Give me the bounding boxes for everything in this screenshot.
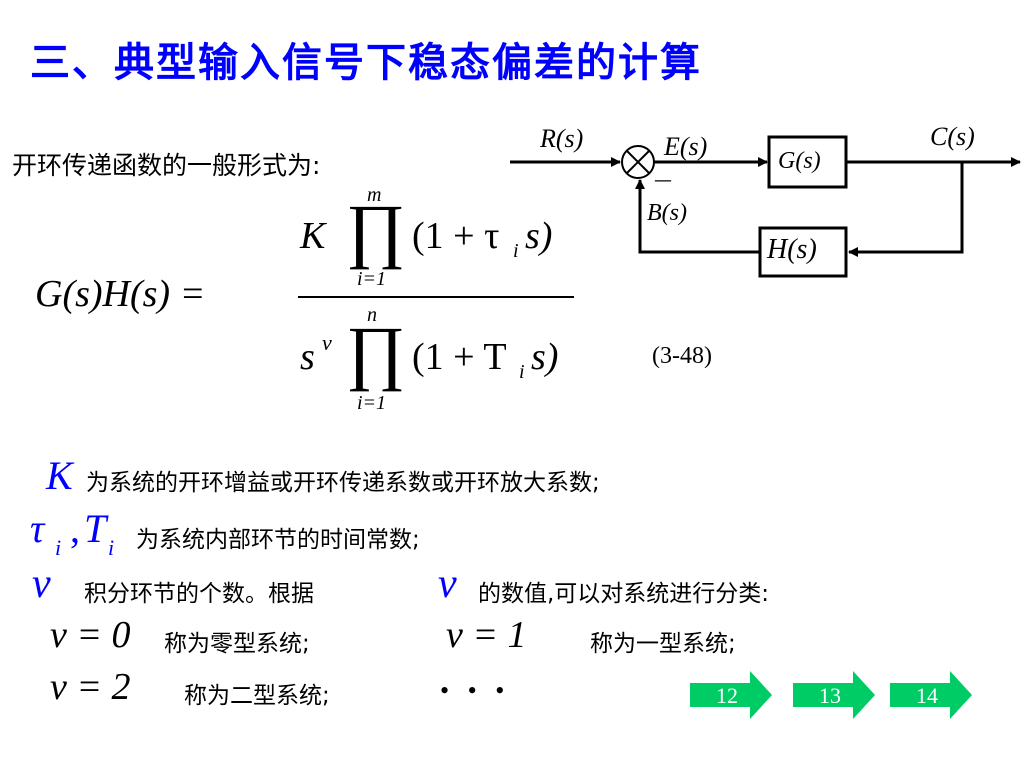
feedback-label: H(s) <box>767 234 817 265</box>
nav-button-12[interactable]: 12 <box>690 671 772 719</box>
tau-symbol: τ <box>30 506 45 551</box>
ellipsis: • • • <box>440 676 511 705</box>
nu-definition-2: 的数值,可以对系统进行分类: <box>478 581 770 607</box>
den-nu: ν <box>322 330 332 355</box>
feedback-arrow-in <box>848 162 964 257</box>
nav-label: 12 <box>716 683 738 708</box>
den-s2: s) <box>531 336 559 378</box>
num-prod-top: m <box>367 184 382 206</box>
type2-text: 称为二型系统; <box>184 683 330 709</box>
nav-button-13[interactable]: 13 <box>793 671 875 719</box>
input-label: R(s) <box>540 124 584 153</box>
feedback-signal-label: B(s) <box>647 200 687 226</box>
nu-definition-1: 积分环节的个数。根据 <box>84 581 314 607</box>
formula-gain: K <box>300 215 326 257</box>
nav-label: 13 <box>819 683 841 708</box>
num-product-symbol: ∏ <box>346 190 406 270</box>
nav-button-14[interactable]: 14 <box>890 671 972 719</box>
minus-sign: — <box>654 170 672 191</box>
num-sub: i <box>513 240 519 262</box>
num-prod-bottom: i=1 <box>357 268 387 290</box>
den-sub: i <box>519 361 525 383</box>
den-prod-bottom: i=1 <box>357 392 387 414</box>
k-definition: 为系统的开环增益或开环传递系数或开环放大系数; <box>86 470 600 496</box>
arrow-right-icon <box>890 671 972 719</box>
t-symbol: T <box>84 506 107 551</box>
type0-equation: ν = 0 <box>50 614 131 656</box>
error-label: E(s) <box>664 132 708 161</box>
type0-text: 称为零型系统; <box>164 631 310 657</box>
tau-definition: 为系统内部环节的时间常数; <box>136 527 420 553</box>
nu-symbol-2: ν <box>438 561 457 607</box>
den-product-symbol: ∏ <box>346 312 406 392</box>
forward-label: G(s) <box>778 148 821 174</box>
summing-junction-icon <box>621 145 655 179</box>
output-label: C(s) <box>930 122 975 151</box>
type1-equation: ν = 1 <box>446 614 527 656</box>
den-prod-top: n <box>367 304 377 326</box>
comma: , <box>70 506 80 551</box>
page-title: 三、典型输入信号下稳态偏差的计算 <box>30 40 702 86</box>
den-factor: (1 + T <box>412 336 507 378</box>
type1-text: 称为一型系统; <box>590 631 736 657</box>
arrow-right-icon <box>690 671 772 719</box>
tau-sub: i <box>55 535 62 560</box>
type2-equation: ν = 2 <box>50 666 131 708</box>
k-symbol: K <box>46 453 73 498</box>
equation-number: (3-48) <box>652 343 712 369</box>
num-s: s) <box>525 215 553 257</box>
nu-symbol: ν <box>32 561 51 607</box>
den-s: s <box>300 336 315 378</box>
num-factor: (1 + τ <box>412 215 500 257</box>
arrow-right-icon <box>793 671 875 719</box>
nav-label: 14 <box>916 683 938 708</box>
intro-text: 开环传递函数的一般形式为: <box>12 151 321 180</box>
t-sub: i <box>108 535 115 560</box>
formula-lhs: G(s)H(s) = <box>35 273 206 315</box>
